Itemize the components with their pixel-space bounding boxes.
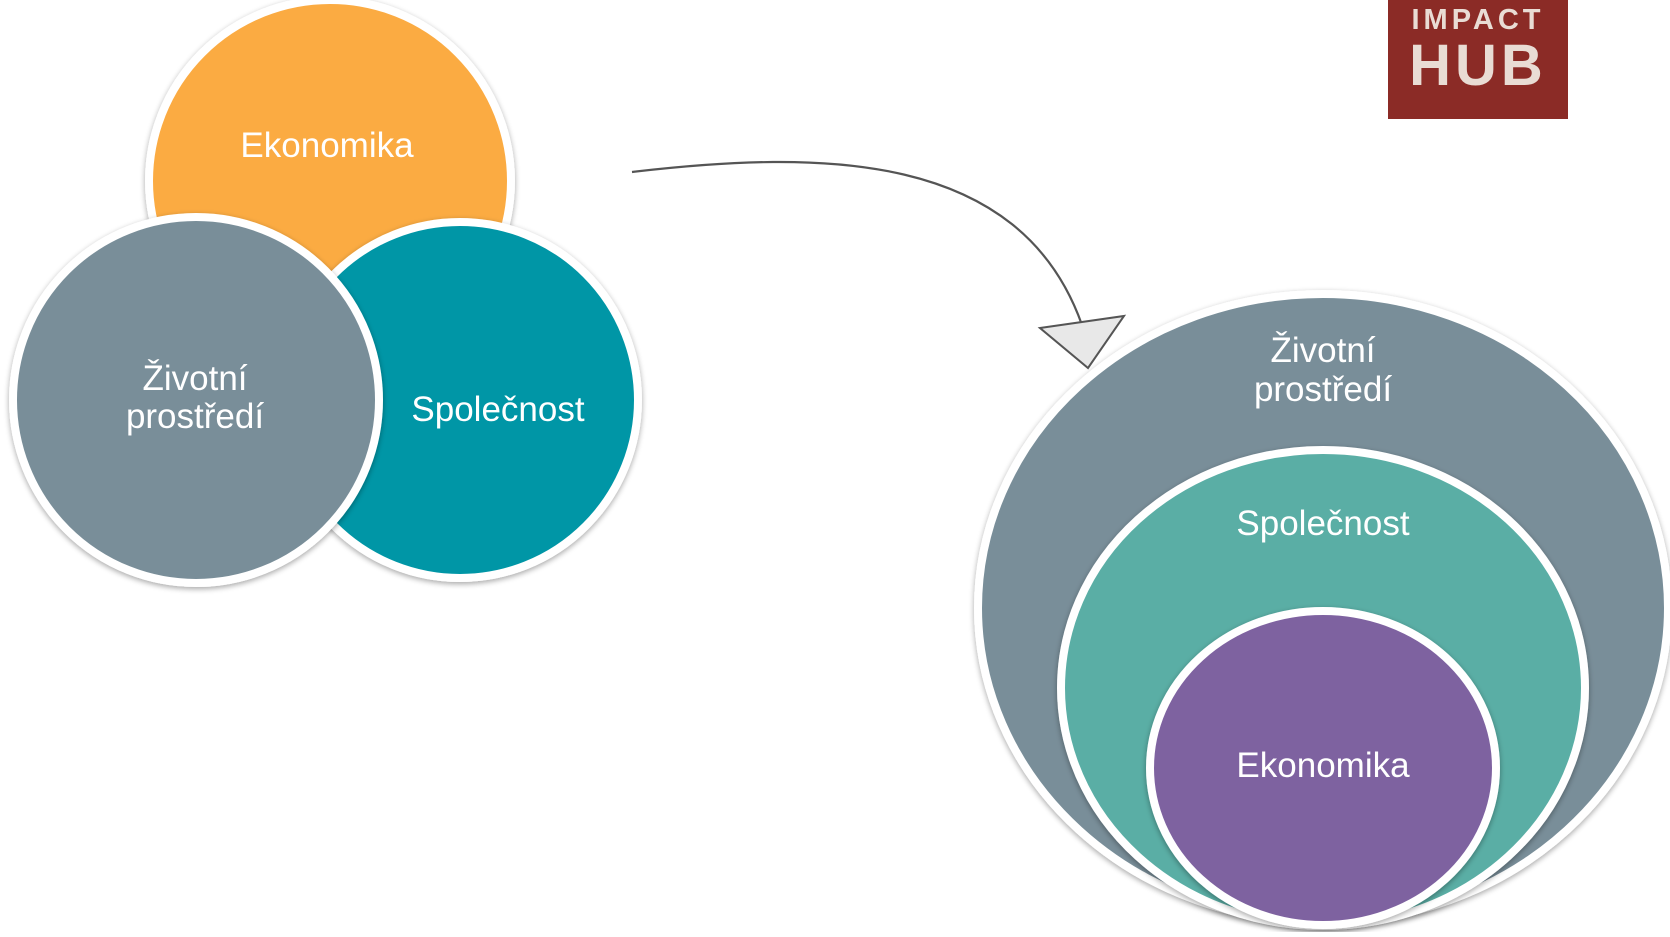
venn-label-zivotni-line1: Životní	[142, 359, 247, 398]
venn-circle-zivotni	[9, 213, 383, 587]
venn-group: Ekonomika Životní prostředí Společnost	[9, 0, 642, 587]
logo-text-impact: IMPACT	[1411, 4, 1545, 36]
nested-label-outer-line1: Životní	[1270, 331, 1375, 370]
nested-group: Životní prostředí Společnost Ekonomika	[974, 290, 1670, 930]
venn-label-zivotni-line2: prostředí	[126, 397, 264, 436]
venn-label-spolecnost: Společnost	[411, 390, 584, 429]
nested-label-middle: Společnost	[1236, 504, 1409, 543]
impact-hub-logo: IMPACT HUB	[1388, 0, 1568, 119]
transition-arrow	[631, 160, 1127, 370]
arrow-head	[1037, 314, 1127, 370]
nested-label-outer-line2: prostředí	[1254, 370, 1392, 409]
nested-label-inner: Ekonomika	[1236, 746, 1410, 785]
nested-inner-circle	[1146, 607, 1500, 929]
venn-label-ekonomika: Ekonomika	[240, 126, 414, 165]
logo-text-hub: HUB	[1409, 33, 1547, 98]
arrow-curve	[631, 160, 1084, 326]
